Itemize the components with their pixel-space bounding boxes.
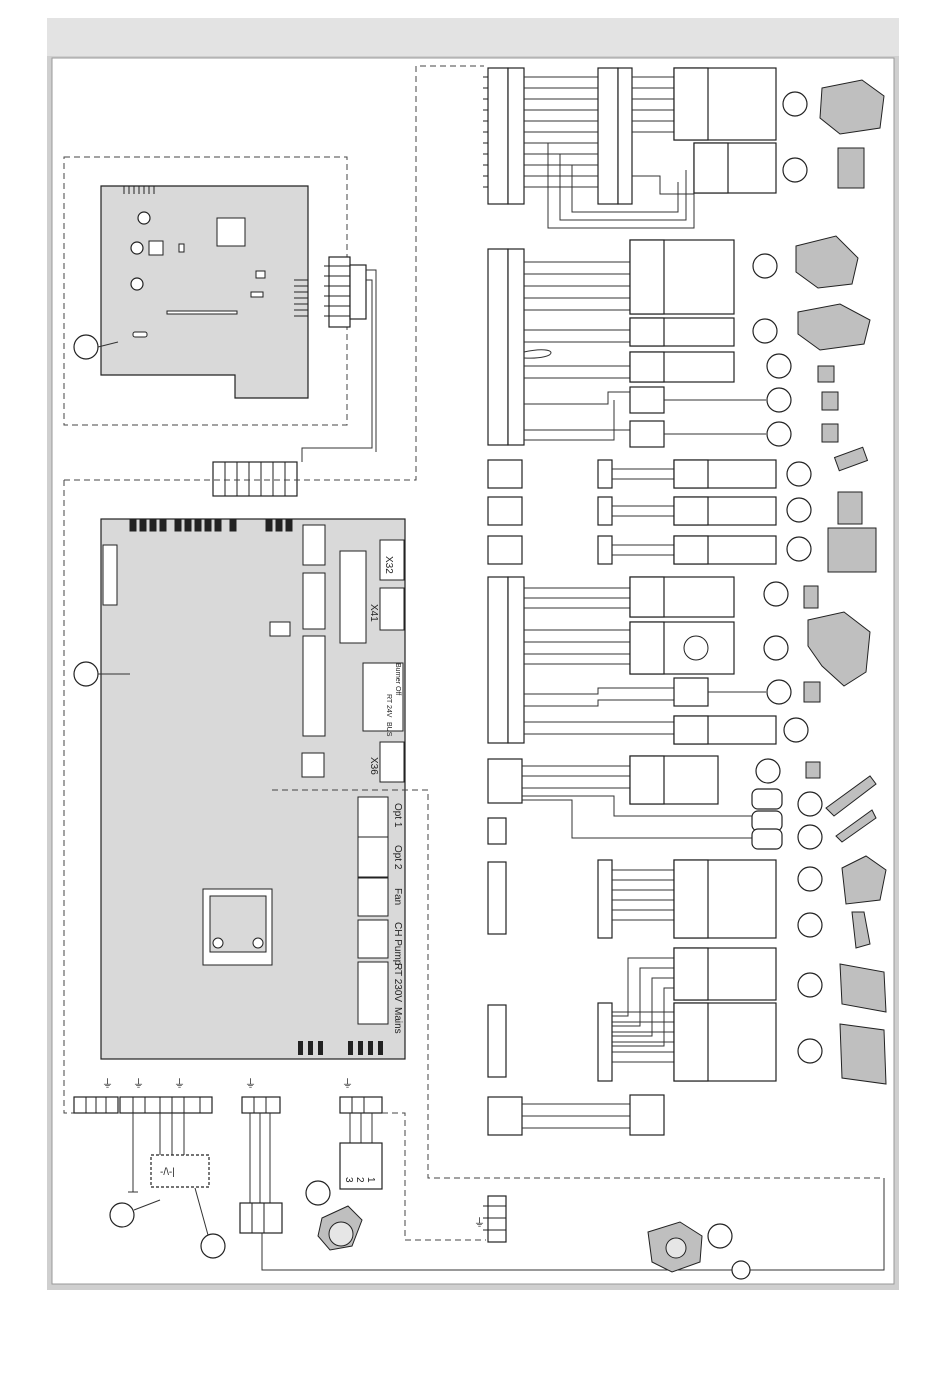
svg-text:⏚: ⏚ xyxy=(342,1077,353,1090)
svg-text:⏚: ⏚ xyxy=(474,1216,485,1229)
pin-1-label: 1 xyxy=(365,1177,376,1183)
terminal-label-opt2: Opt 2 xyxy=(392,845,403,870)
terminal-label-fan: Fan xyxy=(392,888,403,905)
svg-text:⏚: ⏚ xyxy=(174,1077,185,1090)
connector-x41-label: X41 xyxy=(368,604,379,622)
mains-switch-label: -/\-| xyxy=(160,1167,175,1178)
header-bar xyxy=(47,18,899,56)
pin-3-label: 3 xyxy=(343,1177,354,1183)
pin-2-label: 2 xyxy=(354,1177,365,1183)
terminal-label-bus: BUS xyxy=(385,722,392,737)
svg-text:⏚: ⏚ xyxy=(245,1077,256,1090)
terminal-label-ch-pump: CH Pump xyxy=(392,922,403,966)
connector-x36-label: X36 xyxy=(368,757,379,775)
terminal-label-rt-230v: RT 230V xyxy=(392,963,403,1002)
control-module-board xyxy=(101,186,308,398)
terminal-label-burner-off: Burner Off xyxy=(394,663,401,695)
terminal-label-rt-24v: RT 24V xyxy=(385,694,392,718)
svg-text:⏚: ⏚ xyxy=(133,1077,144,1090)
svg-text:⏚: ⏚ xyxy=(102,1077,113,1090)
terminal-label-opt1: Opt 1 xyxy=(392,803,403,828)
inter-board-connector xyxy=(213,462,297,496)
connector-x32-label: X32 xyxy=(383,556,394,574)
terminal-label-mains: Mains xyxy=(392,1007,403,1034)
